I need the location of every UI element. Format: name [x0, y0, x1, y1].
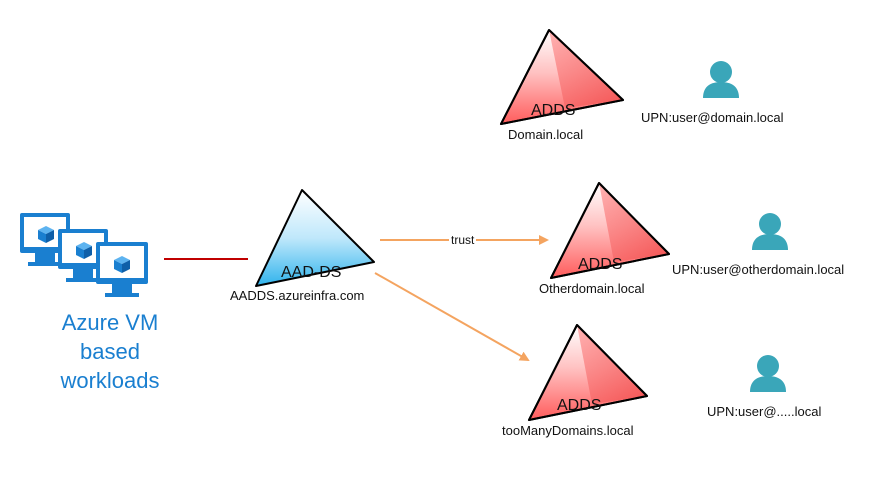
aadds-domain-label: AADDS.azureinfra.com [230, 288, 365, 303]
upn-label: UPN:user@.....local [707, 404, 822, 419]
adds-label: ADDS [578, 256, 623, 273]
adds-triangle [500, 29, 624, 125]
forest-domain-label: tooManyDomains.local [502, 423, 634, 438]
adds-triangle [550, 182, 670, 279]
vm-icon [96, 242, 148, 297]
user-icon [750, 355, 786, 392]
virtual-machines-icon [20, 213, 148, 297]
adds-triangle [528, 324, 648, 421]
user-icon [752, 213, 788, 250]
vm-icon [58, 229, 108, 282]
upn-label: UPN:user@domain.local [641, 110, 784, 125]
trust-arrow-lower [374, 272, 530, 361]
workloads-line: Azure VM [61, 310, 159, 335]
aadds-label: AAD-DS [281, 264, 342, 281]
adds-label: ADDS [531, 102, 576, 119]
workloads-label: Azure VM based workloads [40, 308, 180, 395]
workloads-line: based [80, 339, 140, 364]
workloads-line: workloads [60, 368, 160, 393]
forest-domain-label: Otherdomain.local [539, 281, 645, 296]
aadds-triangle [255, 189, 375, 287]
trust-label: trust [449, 233, 477, 247]
adds-label: ADDS [557, 397, 602, 414]
user-icon [703, 61, 739, 98]
forest-domain-label: Domain.local [508, 127, 584, 142]
upn-label: UPN:user@otherdomain.local [672, 262, 845, 277]
